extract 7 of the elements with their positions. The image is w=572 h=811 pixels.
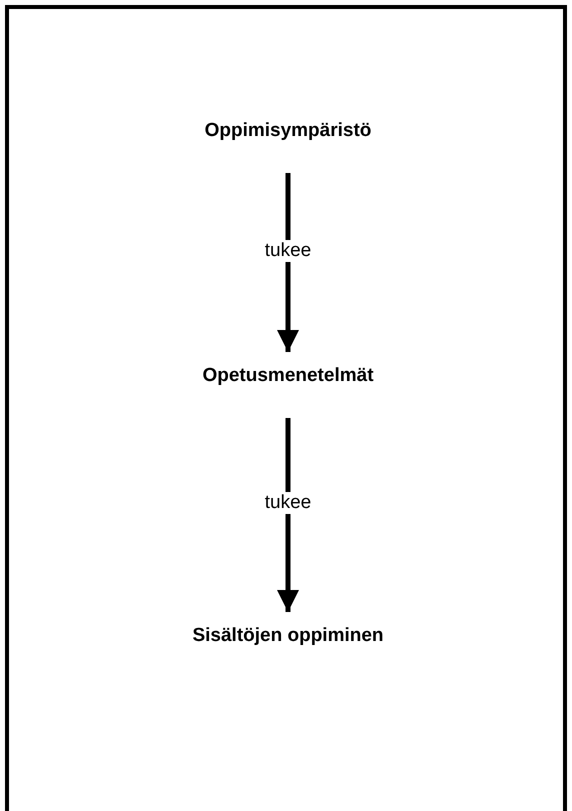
arrow: [277, 173, 299, 352]
edge-label: tukee: [262, 492, 314, 514]
node-label: Opetusmenetelmät: [202, 364, 374, 388]
node-label: Sisältöjen oppiminen: [192, 624, 384, 648]
node-label: Oppimisympäristö: [204, 119, 372, 143]
edge-label: tukee: [262, 240, 314, 262]
arrow: [277, 418, 299, 612]
